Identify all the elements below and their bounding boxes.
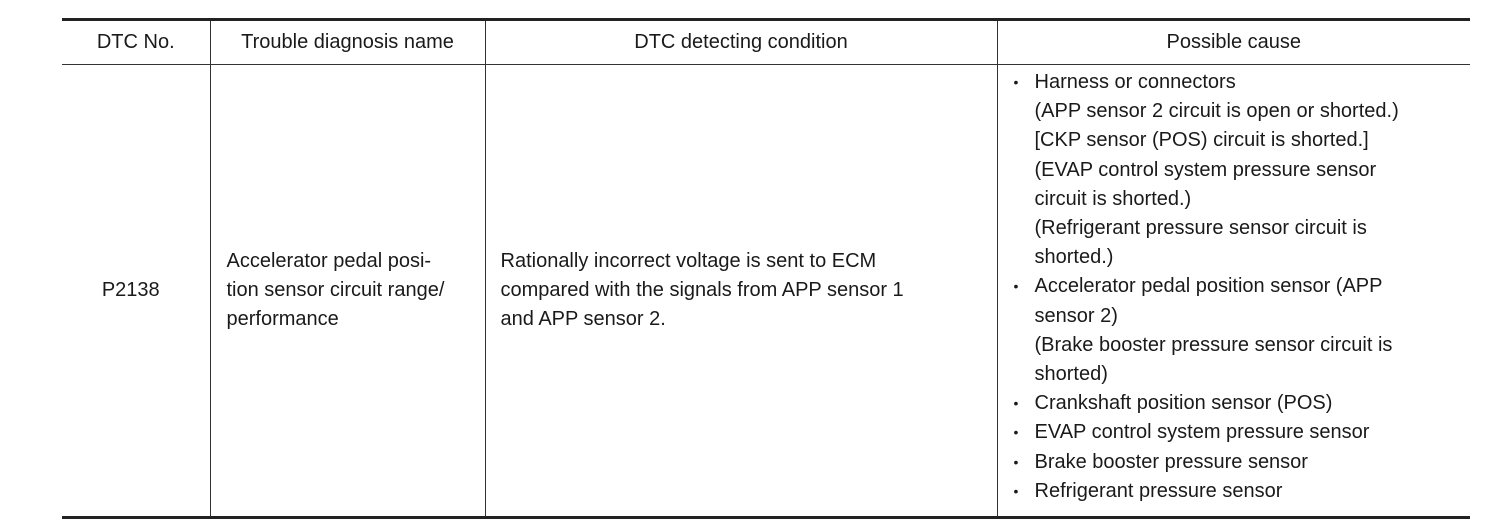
header-row: DTC No. Trouble diagnosis name DTC detec…	[62, 19, 1470, 65]
condition-line: and APP sensor 2.	[500, 308, 666, 331]
cause-detail: (APP sensor 2 circuit is open or shorted…	[1034, 100, 1399, 123]
possible-cause-list: • Harness or connectors (APP sensor 2 circ…	[1014, 68, 1467, 506]
bullet-icon: •	[1013, 453, 1019, 470]
condition-line: compared with the signals from APP senso…	[500, 278, 904, 301]
cause-title: Harness or connectors	[1034, 71, 1236, 93]
bullet-icon: •	[1013, 482, 1019, 499]
bullet-icon: •	[1013, 278, 1019, 295]
cause-item: • Refrigerant pressure sensor	[1014, 477, 1467, 506]
cause-detail: shorted.)	[1034, 246, 1114, 269]
cause-title: Refrigerant pressure sensor	[1034, 479, 1283, 502]
cause-detail: (Brake booster pressure sensor circuit i…	[1034, 333, 1393, 356]
dtc-table: DTC No. Trouble diagnosis name DTC detec…	[62, 18, 1470, 519]
header-dtc-no: DTC No.	[62, 19, 211, 65]
cause-detail: sensor 2)	[1034, 304, 1118, 327]
trouble-name-line: performance	[226, 308, 339, 331]
cause-item: • EVAP control system pressure sensor	[1014, 418, 1467, 447]
bullet-icon: •	[1013, 424, 1019, 441]
header-trouble-diagnosis-name: Trouble diagnosis name	[209, 19, 486, 65]
cause-title: Brake booster pressure sensor	[1034, 450, 1308, 473]
possible-cause-cell: • Harness or connectors (APP sensor 2 circ…	[996, 64, 1470, 518]
cause-item: • Brake booster pressure sensor	[1014, 448, 1467, 477]
cause-item: • Accelerator pedal position sensor (APP s…	[1014, 272, 1467, 389]
cause-detail: [CKP sensor (POS) circuit is shorted.]	[1034, 129, 1369, 152]
cause-detail: shorted)	[1034, 363, 1108, 386]
condition-line: Rationally incorrect voltage is sent to …	[500, 249, 877, 272]
header-dtc-detecting-condition: DTC detecting condition	[484, 19, 998, 65]
trouble-name-line: Accelerator pedal posi-	[226, 249, 432, 272]
cause-detail: (EVAP control system pressure sensor	[1034, 158, 1377, 181]
cause-detail: (Refrigerant pressure sensor circuit is	[1034, 217, 1367, 240]
trouble-diagnosis-name: Accelerator pedal posi- tion sensor circ…	[209, 64, 486, 518]
bullet-icon: •	[1013, 74, 1019, 90]
cause-item: • Crankshaft position sensor (POS)	[1014, 389, 1467, 418]
cause-title: Crankshaft position sensor (POS)	[1034, 392, 1333, 415]
table-row: P2138 Accelerator pedal posi- tion senso…	[62, 64, 1470, 518]
header-possible-cause: Possible cause	[996, 19, 1470, 65]
trouble-name-line: tion sensor circuit range/	[226, 278, 445, 301]
cause-detail: circuit is shorted.)	[1034, 187, 1192, 210]
detecting-condition: Rationally incorrect voltage is sent to …	[484, 64, 998, 518]
cause-title: Accelerator pedal position sensor (APP	[1034, 275, 1383, 298]
dtc-code: P2138	[62, 64, 211, 518]
cause-title: EVAP control system pressure sensor	[1034, 421, 1370, 444]
cause-item: • Harness or connectors (APP sensor 2 circ…	[1014, 68, 1467, 272]
bullet-icon: •	[1013, 395, 1019, 412]
